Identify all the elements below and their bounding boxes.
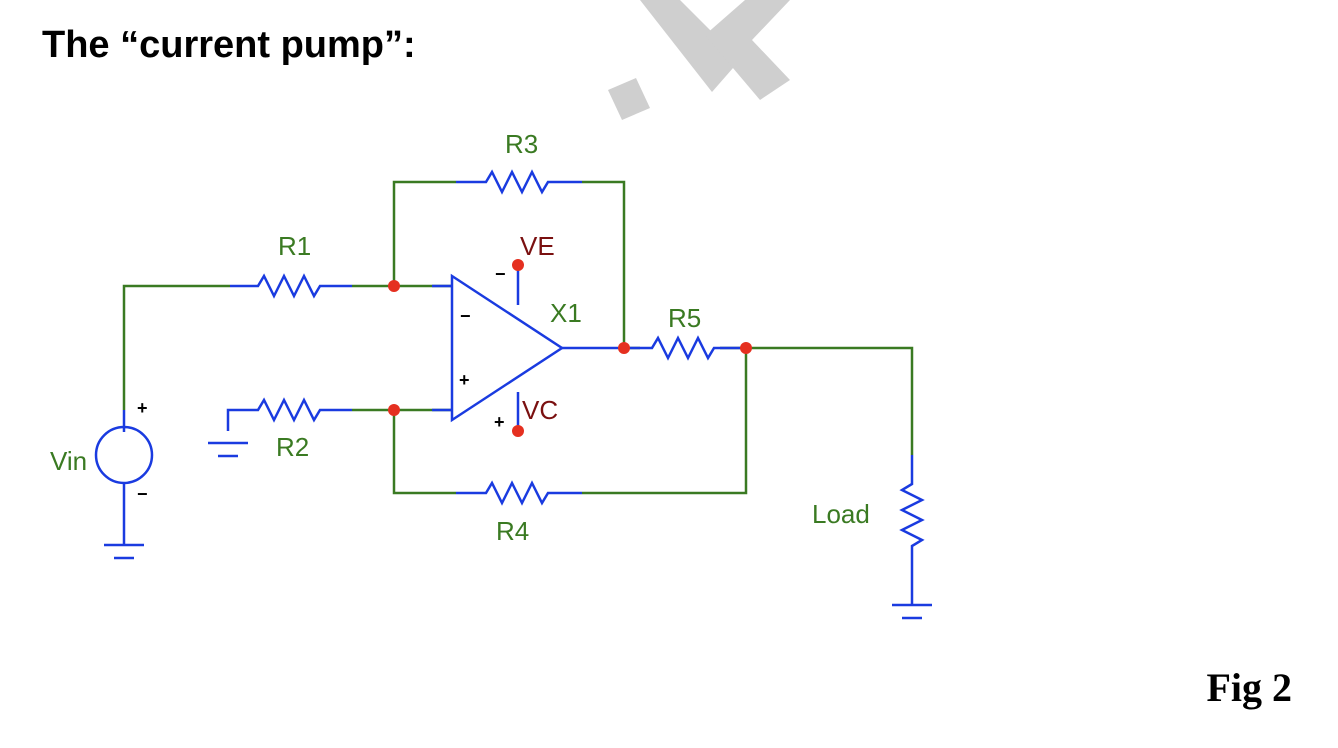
- source-plus-pin: +: [137, 398, 148, 418]
- label-r5: R5: [668, 303, 701, 333]
- resistor-r4: [456, 480, 582, 506]
- label-ve: VE: [520, 231, 555, 261]
- ground-r2: [208, 441, 248, 458]
- figure-label: Fig 2: [1206, 665, 1292, 710]
- ground-source: [104, 543, 144, 560]
- opamp-noninverting-pin: +: [459, 370, 470, 390]
- label-x1: X1: [550, 298, 582, 328]
- page-title: The “current pump”:: [42, 24, 416, 66]
- opamp-inverting-pin: −: [460, 306, 471, 326]
- ground-load: [892, 603, 932, 620]
- label-vc: VC: [522, 395, 558, 425]
- label-r2: R2: [276, 432, 309, 462]
- resistor-load: [899, 455, 925, 604]
- label-r4: R4: [496, 516, 529, 546]
- label-vin: Vin: [50, 446, 87, 476]
- resistor-r3: [456, 169, 582, 195]
- opamp-supply-neg-pin: +: [494, 412, 505, 432]
- label-r1: R1: [278, 231, 311, 261]
- source-minus-pin: −: [137, 484, 148, 504]
- label-r3: R3: [505, 129, 538, 159]
- opamp-supply-pos-pin: −: [495, 264, 506, 284]
- resistor-r1: [230, 273, 352, 299]
- junction-nodes: [388, 259, 752, 437]
- resistor-r2: [226, 397, 352, 431]
- label-load: Load: [812, 499, 870, 529]
- opamp-x1: − + − +: [432, 264, 624, 432]
- voltage-source-vin: + −: [94, 398, 154, 545]
- resistor-r5: [624, 335, 746, 361]
- wires: [122, 180, 914, 495]
- watermark: [608, 0, 790, 120]
